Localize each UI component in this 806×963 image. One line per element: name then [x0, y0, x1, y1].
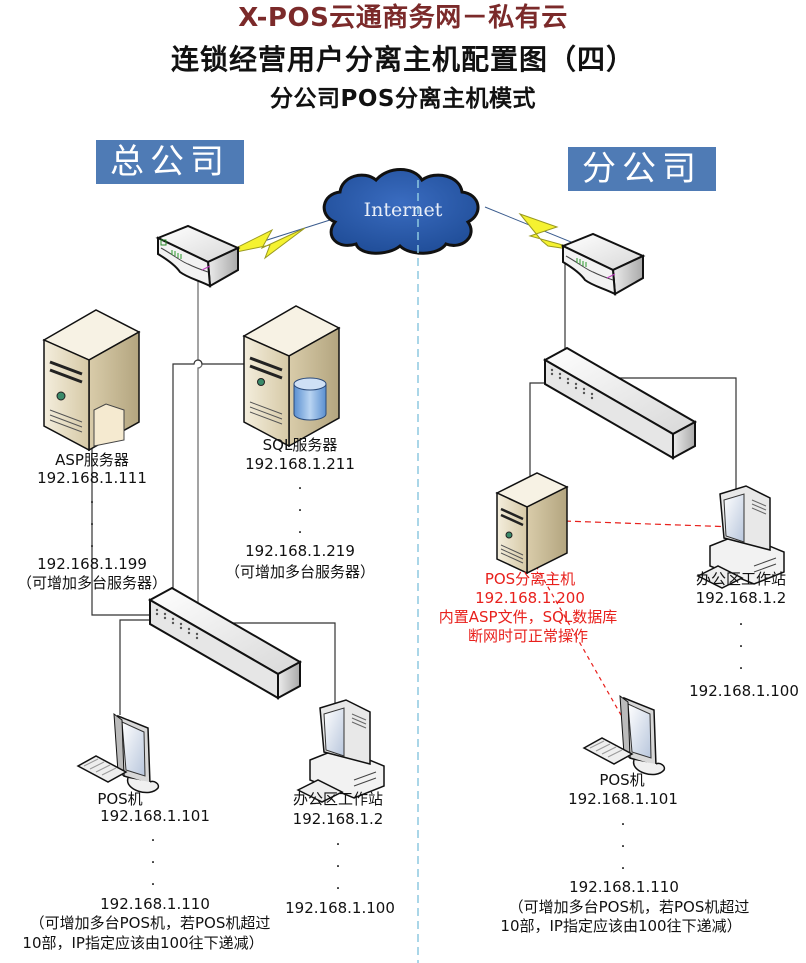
- asp-server-icon: [42, 309, 141, 452]
- ellipsis-dot: .: [150, 849, 156, 867]
- diagram-title: X-POS云通商务网－私有云: [238, 3, 568, 33]
- hq-badge: 总公司: [96, 140, 244, 184]
- internet-label: Internet: [363, 199, 443, 221]
- ellipsis-dot: .: [335, 831, 341, 849]
- sql-server-name: SQL服务器: [262, 436, 338, 454]
- ellipsis-dot: .: [738, 655, 744, 673]
- hq-pos-note-line1: （可增加多台POS机，若POS机超过: [29, 914, 271, 932]
- hq-connections: [91, 262, 336, 745]
- diagram-subtitle: 连锁经营用户分离主机配置图（四）: [170, 43, 636, 76]
- hq-switch-icon: [147, 586, 303, 700]
- hq-workstation-icon: [296, 699, 385, 803]
- pos-host-ip: 192.168.1.200: [475, 589, 585, 607]
- hq-pos-ip-end: 192.168.1.110: [100, 895, 210, 913]
- ellipsis-dot: .: [620, 833, 626, 851]
- sql-server-ip-end: 192.168.1.219: [245, 542, 355, 560]
- ellipsis-dot: .: [738, 633, 744, 651]
- pos-host-server-icon: [495, 472, 569, 575]
- ellipsis-dot: .: [738, 611, 744, 629]
- pos-host-desc: 内置ASP文件，SQL数据库: [438, 608, 618, 626]
- asp-server-note: （可增加多台服务器）: [16, 574, 168, 592]
- ellipsis-dot: .: [150, 827, 156, 845]
- ellipsis-dot: .: [89, 511, 95, 529]
- ellipsis-dot: .: [297, 497, 303, 515]
- ellipsis-dot: .: [297, 519, 303, 537]
- ellipsis-dot: .: [89, 533, 95, 551]
- ellipsis-dot: .: [335, 853, 341, 871]
- branch-workstation-ip: 192.168.1.2: [695, 589, 787, 607]
- ellipsis-dot: .: [89, 489, 95, 507]
- asp-server-name: ASP服务器: [55, 451, 129, 469]
- sql-server-ip: 192.168.1.211: [245, 455, 355, 473]
- sql-server-note: （可增加多台服务器）: [224, 563, 376, 581]
- branch-pos-note-line1: （可增加多台POS机，若POS机超过: [508, 898, 750, 916]
- branch-pos-name: POS机: [599, 771, 645, 789]
- ellipsis-dot: .: [297, 475, 303, 493]
- branch-pos-ip: 192.168.1.101: [568, 790, 678, 808]
- hq-workstation-ip-end: 192.168.1.100: [285, 899, 395, 917]
- branch-workstation-name: 办公区工作站: [695, 570, 787, 588]
- branch-pos-ip-end: 192.168.1.110: [569, 878, 679, 896]
- hq-pos-name: POS机: [97, 790, 143, 808]
- hq-pos-note-line2: 10部，IP指定应该由100往下递减）: [22, 934, 264, 952]
- branch-pos-icon: [582, 694, 666, 776]
- branch-router-icon: [560, 232, 646, 296]
- ellipsis-dot: .: [335, 875, 341, 893]
- branch-workstation-ip-end: 192.168.1.100: [689, 682, 799, 700]
- local-data-links: [524, 520, 736, 722]
- ellipsis-dot: .: [620, 855, 626, 873]
- pos-host-name: POS分离主机: [484, 570, 576, 588]
- internet-cloud: [322, 168, 480, 255]
- hq-workstation-ip: 192.168.1.2: [292, 810, 384, 828]
- branch-workstation-icon: [696, 485, 785, 589]
- hq-pos-ip: 192.168.1.101: [100, 807, 210, 825]
- hq-router-icon: [155, 224, 241, 288]
- pos-host-offline-note: 断网时可正常操作: [467, 627, 589, 645]
- hq-workstation-name: 办公区工作站: [292, 790, 384, 808]
- ellipsis-dot: .: [150, 871, 156, 889]
- asp-server-ip: 192.168.1.111: [37, 469, 147, 487]
- diagram-mode: 分公司POS分离主机模式: [270, 86, 536, 112]
- hq-pos-icon: [76, 712, 160, 794]
- sql-server-icon: [242, 305, 341, 448]
- ellipsis-dot: .: [620, 811, 626, 829]
- asp-server-ip-end: 192.168.1.199: [37, 555, 147, 573]
- branch-pos-note-line2: 10部，IP指定应该由100往下递减）: [500, 917, 742, 935]
- branch-switch-icon: [542, 346, 698, 460]
- branch-badge: 分公司: [568, 147, 716, 191]
